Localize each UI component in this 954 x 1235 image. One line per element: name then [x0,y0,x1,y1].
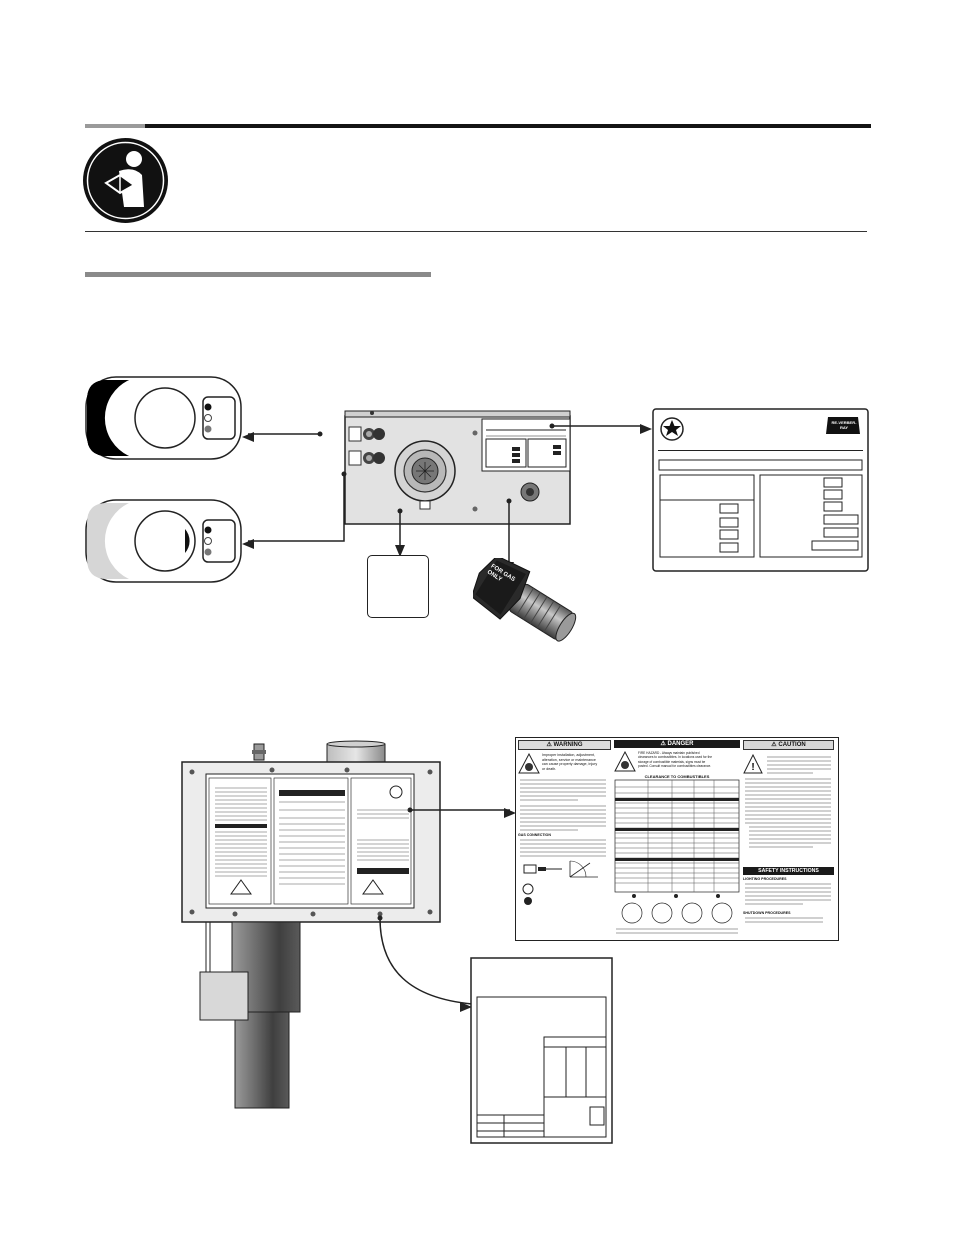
gas-connection-heading: GAS CONNECTION [518,833,551,837]
clearance-table-title: CLEARANCE TO COMBUSTIBLES [644,774,710,779]
fire-hazard-icon [518,753,540,774]
serial-plate [470,957,613,1144]
danger-column: ⚠ DANGER FIRE HAZARD - Always maintain p… [614,740,740,936]
warning-column: ⚠ WARNING Improper installation, adjustm… [518,740,611,936]
danger-triangle-icon: ⚠ [660,741,666,747]
heater-label-texture [211,780,413,906]
caution-body-text: ! [743,753,831,848]
indicator-panel-on [85,376,242,460]
danger-header: ⚠ DANGER [614,740,740,748]
warning-line-3: can cause property damage, injury [542,762,598,767]
warning-header: ⚠ WARNING [518,740,611,750]
caution-header: ⚠ CAUTION [743,740,834,750]
caution-triangle-icon: ⚠ [771,742,777,748]
blank-label-box [367,555,429,618]
clearance-table [614,779,740,898]
svg-text:!: ! [751,762,754,773]
shutdown-procedures-text [745,917,823,923]
danger-line-3: storage of combustible materials, signs … [638,759,706,764]
arrow-head-right-3 [460,999,472,1017]
arrow-head-down-1 [395,544,405,562]
control-box-diagram [240,405,660,655]
section-rule [85,272,431,277]
header-rule-light [85,124,145,128]
header-rule-dark [145,124,871,128]
danger-title: DANGER [667,741,694,747]
header-divider [85,231,867,232]
shutdown-procedures-heading: SHUTDOWN PROCEDURES [743,911,791,915]
lighting-procedures-text [745,883,831,905]
warning-line-2: alteration, service or maintenance [542,757,596,762]
caution-title: CAUTION [778,742,806,748]
lighting-procedures-heading: LIGHTING PROCEDURES [743,877,787,881]
arrow-head-left-2 [242,536,254,554]
warning-line-1: Improper installation, adjustment, [542,753,595,757]
danger-line-2: clearances to combustibles. In locations… [638,755,713,760]
gas-connection-diagram [520,839,606,905]
indicator-panel-standby [85,499,242,583]
warning-title: WARNING [553,742,583,748]
caution-column: ⚠ CAUTION ! SAFETY INSTRUCTIONS LIGHTING… [743,740,834,936]
rating-plate [652,408,869,572]
arrow-head-right-1 [640,421,652,439]
arrow-head-right-2 [504,805,516,823]
safety-instructions-header: SAFETY INSTRUCTIONS [743,867,834,875]
brand-wordmark: RE-VERBER-RAY [831,420,857,430]
danger-fire-icon [614,751,636,772]
arrow-head-left-1 [242,429,254,447]
warning-body-text [520,779,606,831]
danger-line-4: posted. Consult manual for combustibles … [638,764,712,769]
gas-fitting-icon [471,555,585,648]
warning-line-4: or death. [542,766,557,771]
warning-triangle-icon: ⚠ [546,742,552,748]
read-manual-icon [82,137,169,224]
danger-line-1: FIRE HAZARD - Always maintain published [638,751,700,755]
clearance-diagrams [616,902,738,934]
